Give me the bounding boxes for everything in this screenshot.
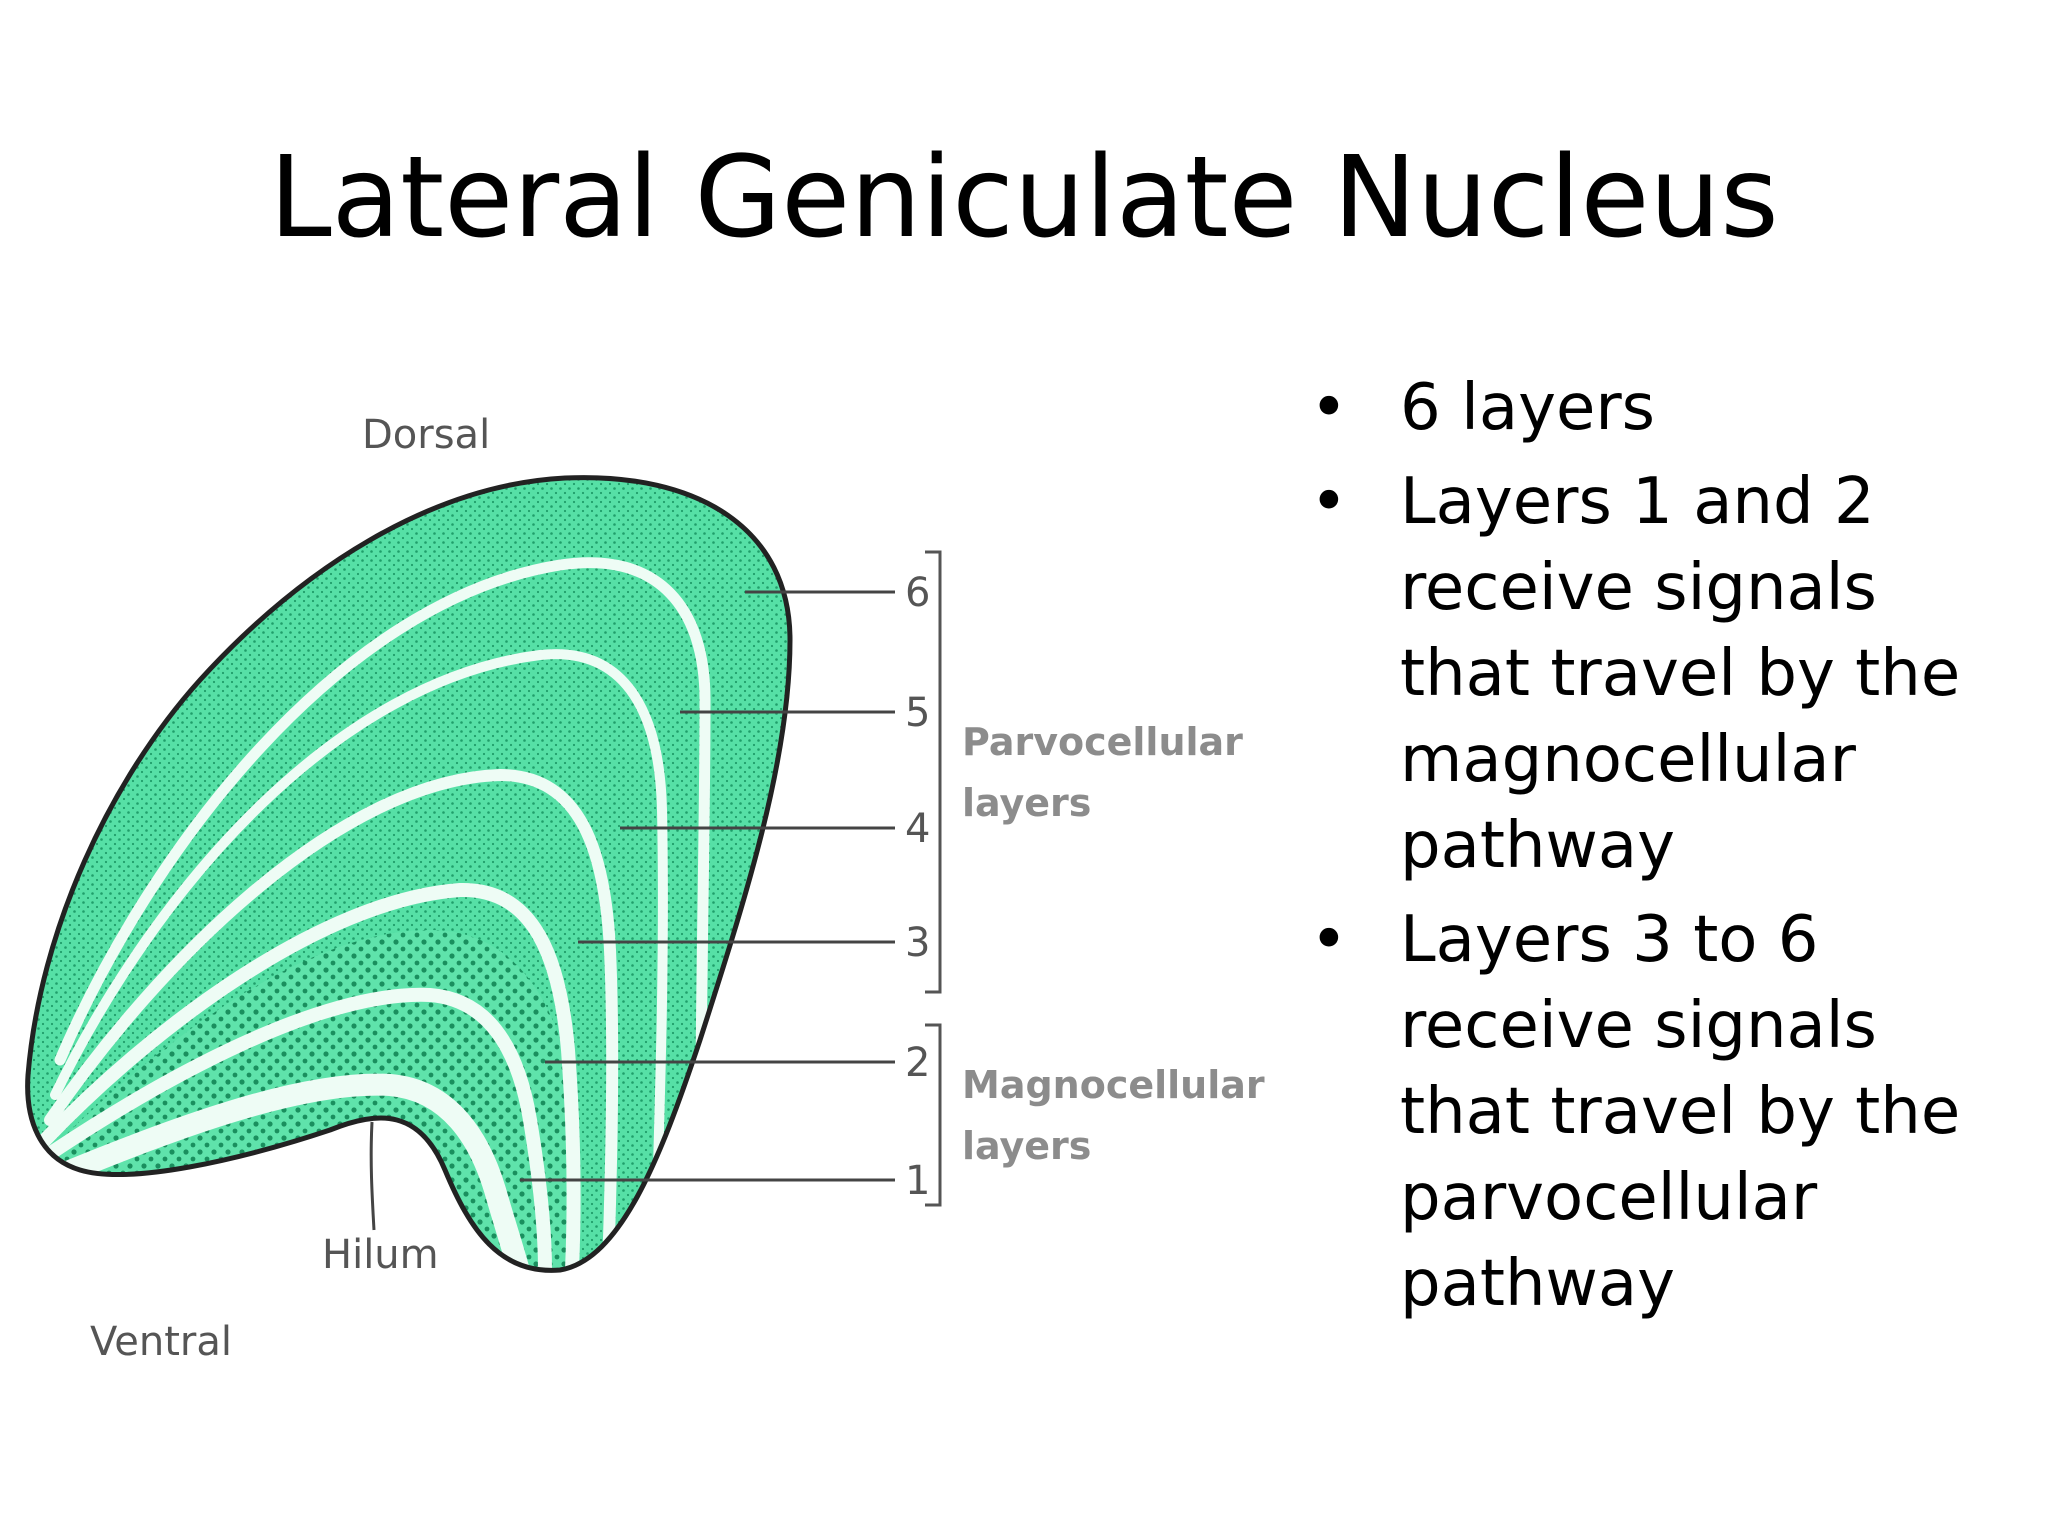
magno-bracket — [925, 1023, 942, 1207]
parvo-bracket — [925, 550, 942, 994]
bullet-item: • 6 layers — [1310, 365, 2010, 451]
parvo-label-line2: layers — [962, 781, 1091, 825]
lgn-outline — [25, 475, 793, 1273]
layer-number-5: 5 — [905, 690, 930, 736]
bullet-marker: • — [1310, 371, 1348, 445]
band-hilum — [49, 1073, 531, 1271]
bullet-text: Layers 3 to 6 receive signals that trave… — [1400, 903, 1961, 1321]
band-6 — [54, 557, 711, 1266]
magno-label-line2: layers — [962, 1124, 1091, 1168]
layer-number-1: 1 — [905, 1158, 930, 1204]
band-3 — [38, 882, 581, 1271]
layer-number-3: 3 — [905, 920, 930, 966]
bullet-text: Layers 1 and 2 receive signals that trav… — [1400, 465, 1961, 883]
band-4 — [44, 768, 619, 1271]
bullet-marker: • — [1310, 903, 1348, 977]
bullet-item: • Layers 3 to 6 receive signals that tra… — [1310, 897, 2010, 1327]
layer-number-6: 6 — [905, 570, 930, 616]
band-2 — [41, 987, 552, 1271]
bullet-item: • Layers 1 and 2 receive signals that tr… — [1310, 459, 2010, 889]
layer-number-2: 2 — [905, 1040, 930, 1086]
band-5 — [50, 649, 668, 1271]
parvo-label-line1: Parvocellular — [962, 720, 1243, 764]
magno-label-line1: Magnocellular — [962, 1063, 1265, 1107]
hilum-leader — [369, 1121, 376, 1231]
layer-number-4: 4 — [905, 806, 930, 852]
bullet-marker: • — [1310, 465, 1348, 539]
bullet-list: • 6 layers • Layers 1 and 2 receive sign… — [1310, 365, 2010, 1335]
dorsal-label: Dorsal — [362, 412, 490, 458]
slide-title: Lateral Geniculate Nucleus — [269, 133, 1779, 263]
hilum-label: Hilum — [322, 1232, 439, 1278]
ventral-label: Ventral — [90, 1319, 232, 1365]
bullet-text: 6 layers — [1400, 371, 1655, 445]
